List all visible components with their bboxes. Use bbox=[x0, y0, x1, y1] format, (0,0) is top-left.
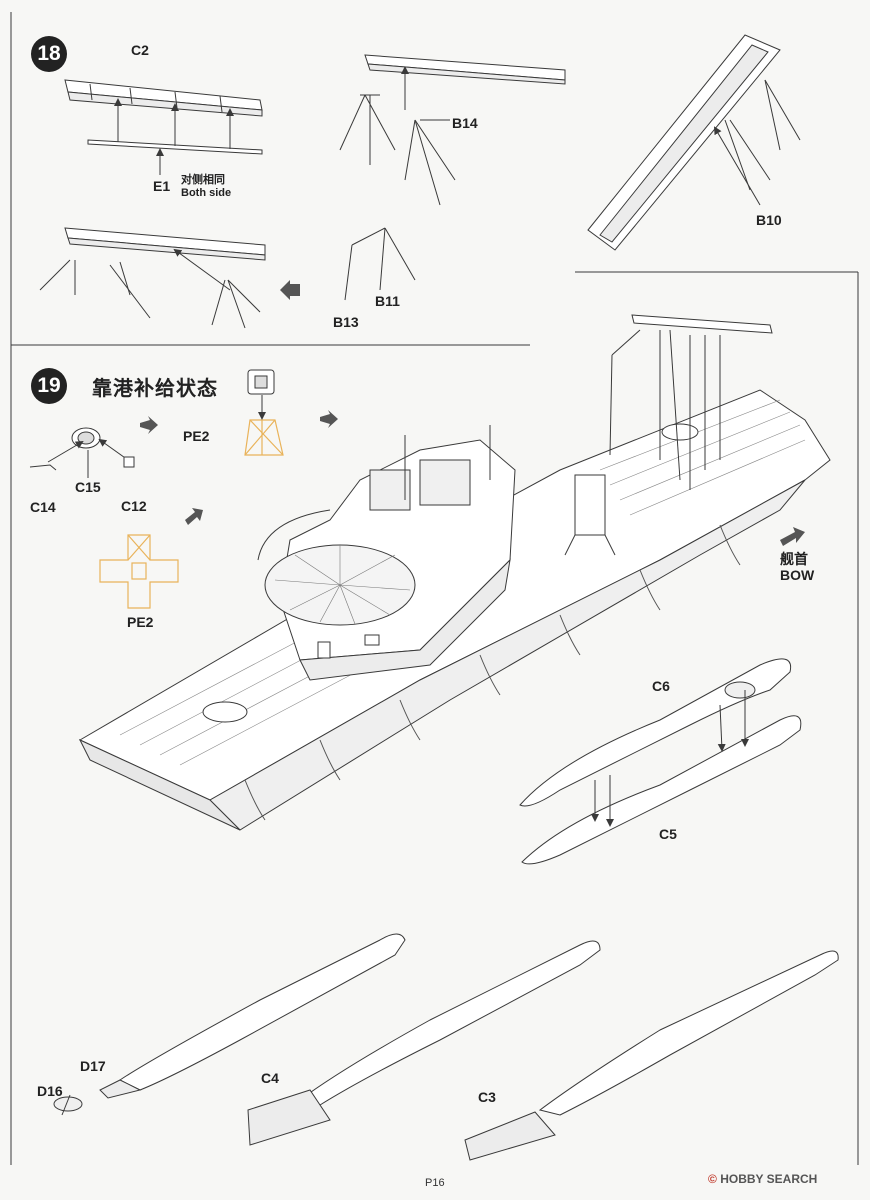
arrow-right-icon bbox=[320, 410, 338, 428]
assembled-rack-part bbox=[39, 227, 266, 329]
watermark: © HOBBY SEARCH bbox=[708, 1172, 817, 1186]
arrow-right-icon bbox=[140, 416, 158, 434]
label-d17: D17 bbox=[80, 1058, 106, 1074]
conning-tower bbox=[257, 425, 516, 681]
c6-pontoon-part bbox=[519, 658, 792, 807]
arrow-left-icon bbox=[280, 280, 300, 300]
section-dividers bbox=[10, 12, 859, 1165]
c2-rail-part bbox=[64, 79, 263, 117]
b10-ramp-part bbox=[587, 34, 801, 251]
label-c6: C6 bbox=[652, 678, 670, 694]
arrow-bow-icon bbox=[780, 527, 805, 546]
note-both-side-cn: 对侧相同 bbox=[181, 174, 225, 186]
label-bow-cn: 舰首 bbox=[780, 551, 808, 567]
deck-gun bbox=[564, 474, 616, 556]
deck-rack bbox=[609, 314, 773, 490]
label-b13: B13 bbox=[333, 314, 359, 330]
label-pe2-top: PE2 bbox=[183, 428, 210, 444]
label-c4: C4 bbox=[261, 1070, 279, 1086]
b11-brace-part bbox=[344, 227, 416, 301]
label-pe2-bottom: PE2 bbox=[127, 614, 154, 630]
torpedo-c3-part bbox=[464, 950, 839, 1161]
label-c5: C5 bbox=[659, 826, 677, 842]
label-c15: C15 bbox=[75, 479, 101, 495]
note-both-side-en: Both side bbox=[181, 187, 232, 199]
pe2-part-bottom bbox=[99, 534, 179, 609]
page-number: P16 bbox=[425, 1177, 445, 1189]
note-both-side: 对侧相同 Both side bbox=[181, 174, 231, 200]
b14-frame-part bbox=[339, 54, 566, 206]
label-c3: C3 bbox=[478, 1089, 496, 1105]
step-19-badge: 19 bbox=[31, 368, 67, 404]
watermark-brand: HOBBY SEARCH bbox=[720, 1172, 818, 1186]
label-b10: B10 bbox=[756, 212, 782, 228]
label-b14: B14 bbox=[452, 115, 478, 131]
label-c12: C12 bbox=[121, 498, 147, 514]
label-b11: B11 bbox=[375, 293, 400, 309]
c5-pontoon-part bbox=[521, 715, 802, 865]
label-e1: E1 bbox=[153, 178, 171, 194]
label-d16: D16 bbox=[37, 1083, 63, 1099]
label-bow: 舰首 BOW bbox=[780, 551, 814, 583]
step-19-title: 靠港补给状态 bbox=[92, 378, 218, 400]
torpedo-c4-part bbox=[247, 940, 601, 1146]
e1-rod-part bbox=[87, 139, 263, 155]
step-18-badge: 18 bbox=[31, 36, 67, 72]
torpedo-d-part bbox=[53, 933, 406, 1116]
label-c2: C2 bbox=[131, 42, 149, 58]
watermark-mark: © bbox=[708, 1172, 717, 1186]
label-bow-en: BOW bbox=[780, 567, 815, 583]
arrow-upright-icon bbox=[185, 508, 203, 525]
label-c14: C14 bbox=[30, 499, 56, 515]
pe2-part-top bbox=[244, 419, 284, 456]
